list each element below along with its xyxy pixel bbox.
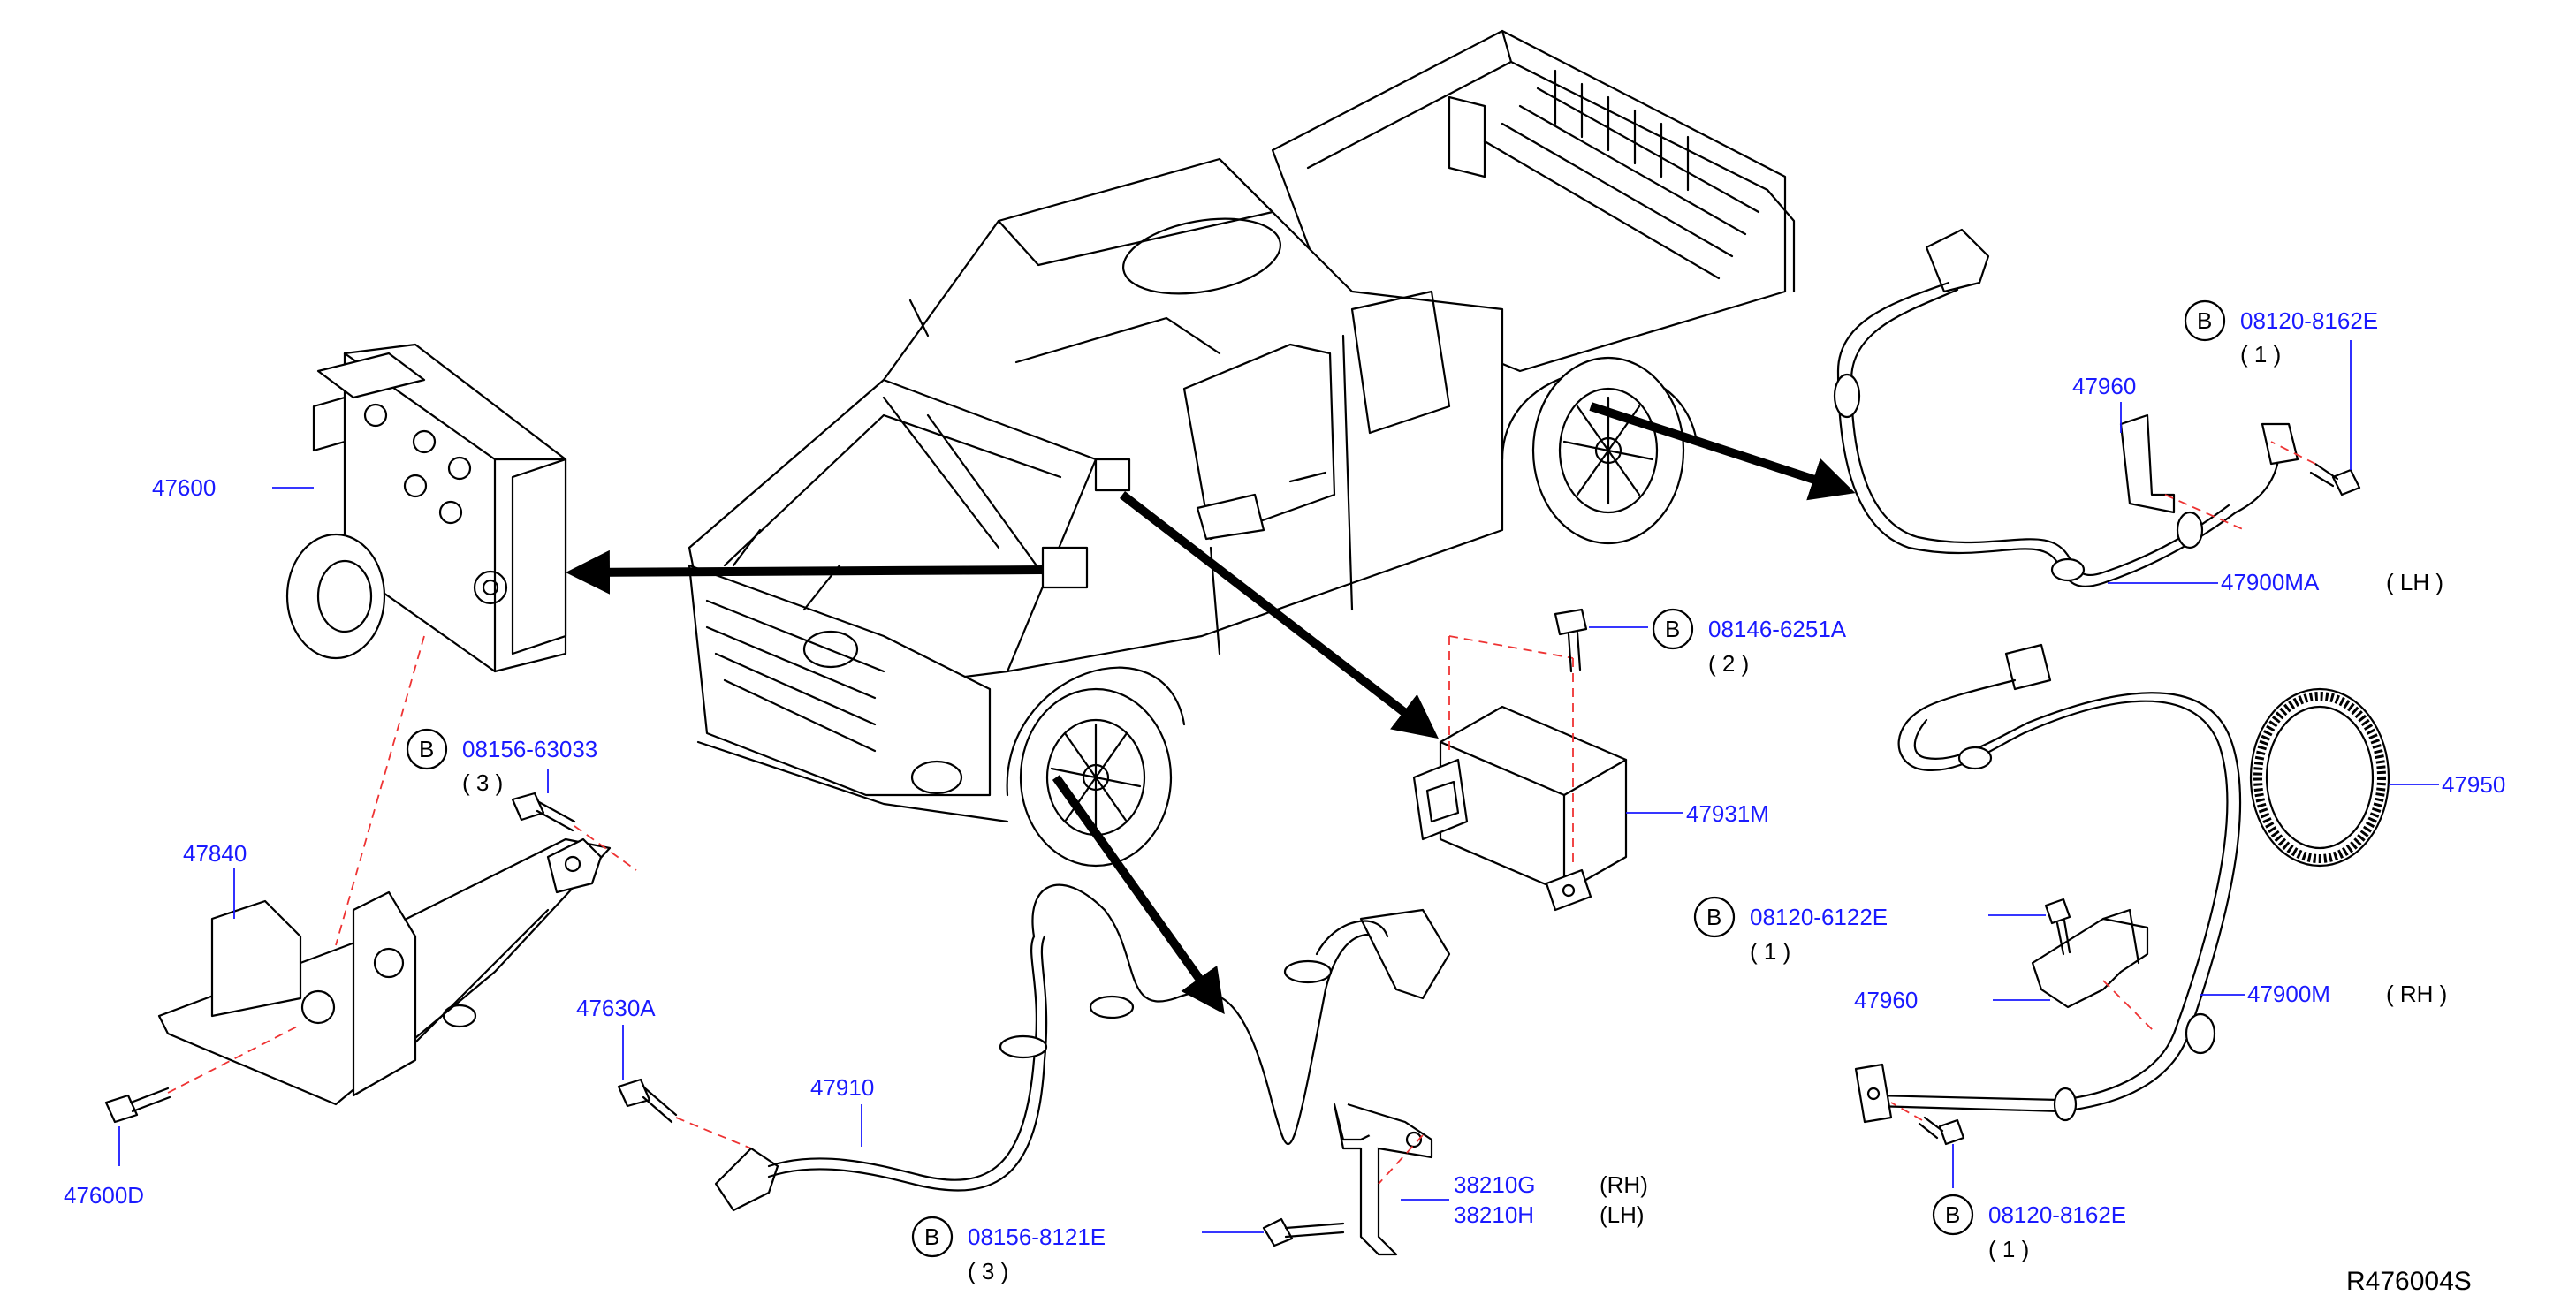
b-mark-4 xyxy=(1693,896,1736,938)
label-rear-bracket-lower: 47960 xyxy=(1854,987,1918,1013)
label-bracket: 47840 xyxy=(183,840,247,867)
label-abs-actuator: 47600 xyxy=(152,474,216,501)
label-yaw-sensor: 47931M xyxy=(1686,800,1769,827)
label-front-sensor: 47910 xyxy=(810,1074,874,1101)
abs-actuator-unit[interactable] xyxy=(285,343,567,673)
qty-bolt-b5: ( 1 ) xyxy=(2240,341,2281,368)
b-mark-3-letter: B xyxy=(1665,616,1680,642)
label-bolt-b6: 08120-8162E xyxy=(1988,1201,2126,1228)
bracket-bolt[interactable] xyxy=(104,1087,171,1124)
qty-bolt-b2: ( 3 ) xyxy=(968,1258,1008,1284)
rear-sensor-bracket-upper[interactable] xyxy=(2119,413,2176,514)
diagram-id: R476004S xyxy=(2346,1267,2472,1296)
location-arrows xyxy=(566,402,1856,1015)
b-mark-3 xyxy=(1652,608,1694,650)
bolt-08120-8162E-lower[interactable] xyxy=(1918,1116,1965,1146)
side-rear-lh: ( LH ) xyxy=(2386,569,2443,595)
sensor-rotor-ring[interactable] xyxy=(2249,687,2390,868)
label-clamp-rh: 38210G xyxy=(1454,1171,1536,1198)
b-mark-2-letter: B xyxy=(924,1224,939,1250)
label-bolt-b5: 08120-8162E xyxy=(2240,307,2378,334)
bolt-08120-6122E[interactable] xyxy=(2044,898,2071,956)
b-mark-2 xyxy=(911,1216,954,1258)
qty-bolt-b1: ( 3 ) xyxy=(462,769,503,796)
b-mark-5 xyxy=(2184,299,2226,342)
label-bolt-b4: 08120-6122E xyxy=(1750,904,1888,930)
bolt-08146-6251A[interactable] xyxy=(1554,608,1588,673)
bolt-08156-8121E[interactable] xyxy=(1262,1217,1345,1247)
label-bolt-b2: 08156-8121E xyxy=(968,1224,1106,1250)
qty-bolt-b3: ( 2 ) xyxy=(1708,650,1749,677)
label-rear-rh-sensor: 47900M xyxy=(2247,981,2330,1007)
label-front-bolt: 47630A xyxy=(576,995,656,1021)
label-bolt-b3: 08146-6251A xyxy=(1708,616,1847,642)
b-mark-6-letter: B xyxy=(1945,1201,1960,1228)
b-mark-1 xyxy=(406,728,448,770)
bolt-08120-8162E-upper[interactable] xyxy=(2309,462,2361,496)
b-mark-1-letter: B xyxy=(419,736,434,762)
label-bracket-bolt: 47600D xyxy=(64,1182,144,1209)
bolt-08156-63033[interactable] xyxy=(511,792,576,832)
qty-bolt-b4: ( 1 ) xyxy=(1750,938,1790,965)
rear-rh-sensor-harness[interactable] xyxy=(1854,643,2242,1124)
b-mark-5-letter: B xyxy=(2197,307,2212,334)
front-wheel-sensor-harness[interactable] xyxy=(714,883,1451,1212)
b-mark-4-letter: B xyxy=(1706,904,1721,930)
side-clamp-lh: (LH) xyxy=(1600,1201,1645,1228)
side-clamp-rh: (RH) xyxy=(1600,1171,1648,1198)
label-rear-lh-sensor: 47900MA xyxy=(2221,569,2320,595)
label-sensor-rotor: 47950 xyxy=(2442,771,2505,798)
b-mark-6 xyxy=(1932,1194,1974,1236)
label-rear-bracket-upper: 47960 xyxy=(2072,373,2136,399)
yaw-rate-sensor[interactable] xyxy=(1412,705,1628,912)
actuator-bracket[interactable] xyxy=(157,837,612,1106)
label-clamp-lh: 38210H xyxy=(1454,1201,1534,1228)
side-rear-rh: ( RH ) xyxy=(2386,981,2447,1007)
front-sensor-bolt[interactable] xyxy=(617,1078,678,1124)
label-bolt-b1: 08156-63033 xyxy=(462,736,597,762)
rear-sensor-bracket-lower[interactable] xyxy=(2031,908,2149,1009)
qty-bolt-b6: ( 1 ) xyxy=(1988,1236,2029,1262)
pickup-truck-illustration xyxy=(688,29,1796,868)
sensor-clamp-bracket[interactable] xyxy=(1333,1103,1433,1256)
rear-lh-sensor-harness[interactable] xyxy=(1833,228,2299,587)
